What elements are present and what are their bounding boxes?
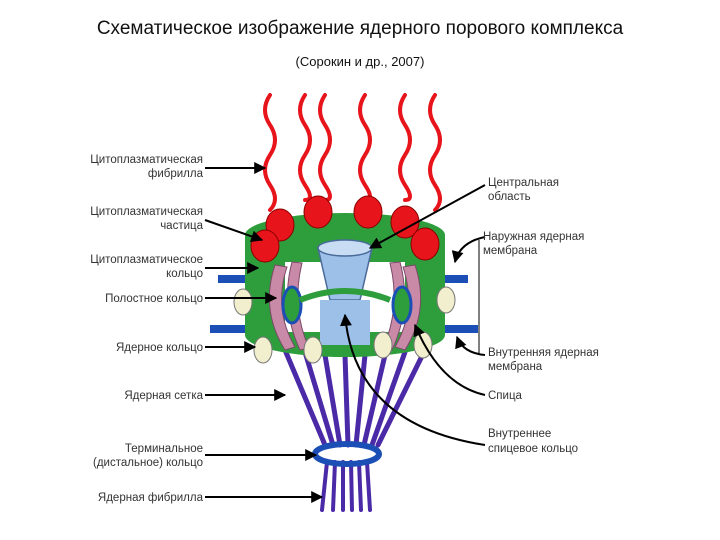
label-inner-spoke-ring-l1: Внутреннее — [488, 428, 551, 440]
svg-text:Центральная: Центральная — [488, 177, 559, 189]
label-nuclear-fibril: Ядерная фибрилла — [98, 492, 204, 504]
svg-text:кольцо: кольцо — [166, 268, 203, 280]
nuclear-fibrils — [320, 460, 372, 512]
svg-text:область: область — [488, 191, 531, 203]
left-arrows — [204, 162, 324, 503]
svg-text:мембрана: мембрана — [483, 245, 538, 257]
svg-text:Цитоплазматическая: Цитоплазматическая — [90, 154, 203, 166]
central-transporter — [317, 239, 373, 345]
label-inner-spoke-ring-l2: спицевое кольцо — [488, 443, 578, 455]
svg-text:(дистальное) кольцо: (дистальное) кольцо — [93, 457, 203, 469]
label-lumenal-ring: Полостное кольцо — [105, 293, 203, 305]
label-cyto-fibril-l1: Цитоплазматическая — [90, 154, 203, 166]
svg-text:Цитоплазматическая: Цитоплазматическая — [90, 206, 203, 218]
label-central-l2: область — [488, 191, 531, 203]
label-inner-membrane-l2: мембрана — [488, 361, 543, 373]
svg-text:Внутренняя ядерная: Внутренняя ядерная — [488, 347, 599, 359]
inner-spoke-ring — [298, 288, 392, 303]
terminal-ring — [312, 441, 382, 467]
label-inner-membrane-l1: Внутренняя ядерная — [488, 347, 599, 359]
label-central-l1: Центральная — [488, 177, 559, 189]
svg-text:Ядерное кольцо: Ядерное кольцо — [116, 342, 203, 354]
svg-text:Спица: Спица — [488, 390, 523, 402]
svg-text:Терминальное: Терминальное — [125, 443, 203, 455]
label-spoke: Спица — [488, 390, 523, 402]
cytoplasmic-fibrils — [263, 93, 442, 212]
svg-text:Внутреннее: Внутреннее — [488, 428, 551, 440]
svg-text:Ядерная сетка: Ядерная сетка — [124, 390, 203, 402]
svg-text:Ядерная фибрилла: Ядерная фибрилла — [98, 492, 204, 504]
label-cyto-fibril-l2: фибрилла — [148, 168, 204, 180]
right-labels: Центральная область Наружная ядерная мем… — [483, 177, 599, 455]
label-terminal-ring-l2: (дистальное) кольцо — [93, 457, 203, 469]
svg-text:фибрилла: фибрилла — [148, 168, 204, 180]
right-arrows — [340, 184, 486, 446]
nuclear-ring-beads — [233, 286, 456, 364]
inner-nuclear-membrane — [210, 325, 478, 333]
label-nuclear-ring: Ядерное кольцо — [116, 342, 203, 354]
lumenal-ring — [281, 285, 413, 325]
label-nuclear-basket: Ядерная сетка — [124, 390, 203, 402]
label-cyto-particle-l2: частица — [160, 220, 203, 232]
page-title: Схематическое изображение ядерного поров… — [96, 18, 624, 39]
label-outer-membrane-l1: Наружная ядерная — [483, 231, 584, 243]
nuclear-basket — [282, 347, 428, 448]
svg-text:мембрана: мембрана — [488, 361, 543, 373]
svg-text:частица: частица — [160, 220, 203, 232]
svg-text:Наружная ядерная: Наружная ядерная — [483, 231, 584, 243]
cytoplasmic-particles — [250, 195, 440, 263]
label-terminal-ring-l1: Терминальное — [125, 443, 203, 455]
citation: (Сорокин и др., 2007) — [295, 54, 425, 69]
label-cyto-ring-l1: Цитоплазматическое — [90, 254, 203, 266]
label-cyto-particle-l1: Цитоплазматическая — [90, 206, 203, 218]
svg-text:спицевое кольцо: спицевое кольцо — [488, 443, 578, 455]
label-outer-membrane-l2: мембрана — [483, 245, 538, 257]
left-labels: Цитоплазматическая фибрилла Цитоплазмати… — [90, 154, 203, 504]
svg-text:Цитоплазматическое: Цитоплазматическое — [90, 254, 203, 266]
label-cyto-ring-l2: кольцо — [166, 268, 203, 280]
svg-text:Полостное кольцо: Полостное кольцо — [105, 293, 203, 305]
